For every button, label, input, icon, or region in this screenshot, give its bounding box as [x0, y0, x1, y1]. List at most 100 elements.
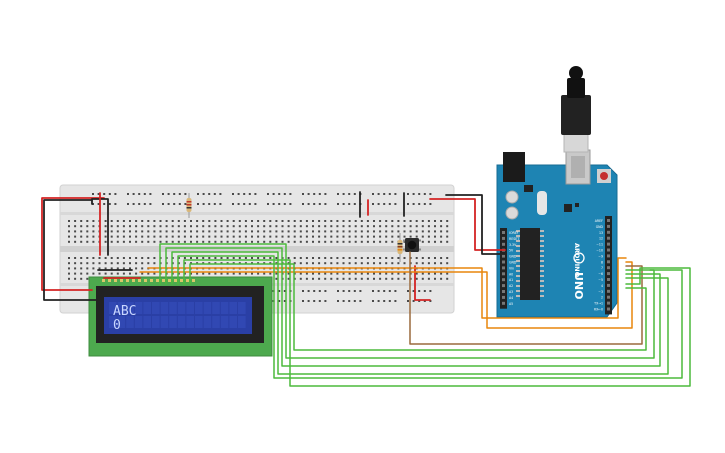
header-pin	[607, 278, 610, 281]
wire-red-5v[interactable]	[429, 198, 506, 251]
wire-red-lower-rail[interactable]	[414, 265, 431, 301]
breadboard-hole	[263, 235, 266, 238]
breadboard-hole	[359, 300, 362, 302]
breadboard-hole	[248, 193, 251, 195]
chip-pin	[540, 265, 544, 267]
wire-green-rs[interactable]	[183, 259, 691, 387]
breadboard-hole	[129, 220, 131, 222]
breadboard-hole	[165, 240, 168, 243]
breadboard-hole	[183, 220, 186, 222]
breadboard-hole	[418, 300, 421, 302]
header-label: 7	[601, 266, 603, 270]
breadboard-hole	[373, 240, 375, 243]
breadboard-hole	[427, 272, 430, 275]
header-pin	[502, 295, 505, 299]
breadboard-hole	[103, 203, 106, 205]
breadboard-hole	[446, 220, 449, 222]
breadboard-hole	[159, 225, 162, 228]
breadboard-hole	[220, 230, 223, 233]
breadboard-hole	[238, 225, 241, 228]
breadboard-hole	[324, 235, 327, 238]
lcd-cell	[117, 302, 126, 314]
breadboard-hole	[429, 300, 432, 302]
breadboard-hole	[373, 277, 375, 280]
breadboard-hole	[165, 235, 168, 238]
lcd-16x2-module[interactable]: ABC 0	[88, 276, 273, 357]
lcd-cell	[152, 302, 160, 314]
breadboard-hole	[373, 230, 375, 233]
breadboard-hole	[397, 277, 400, 280]
breadboard-hole	[307, 193, 310, 195]
breadboard-hole	[226, 225, 229, 228]
breadboard-hole	[251, 262, 253, 265]
breadboard-hole	[318, 300, 321, 302]
breadboard-hole	[80, 262, 83, 265]
breadboard-hole	[293, 257, 296, 259]
breadboard-hole	[397, 225, 400, 228]
breadboard-hole	[377, 290, 380, 292]
breadboard-hole	[68, 235, 70, 238]
resistor-top[interactable]	[186, 193, 192, 218]
breadboard-hole	[342, 262, 345, 265]
breadboard-hole	[196, 235, 199, 238]
breadboard-hole	[318, 235, 321, 238]
breadboard-hole	[337, 300, 339, 302]
wire-black-left-gnd[interactable]	[43, 199, 98, 301]
lcd-pin	[192, 279, 195, 282]
breadboard-hole	[190, 262, 192, 265]
breadboard-hole	[440, 220, 443, 222]
arduino-uno-board[interactable]: ARDUINO UNO IOREFRESET3.3V5VGNDGNDVinA0A…	[496, 149, 618, 318]
breadboard-hole	[318, 220, 321, 222]
wire-orange-2[interactable]	[139, 261, 633, 329]
breadboard-hole	[251, 220, 253, 222]
wire-green-d5[interactable]	[165, 247, 661, 367]
breadboard-hole	[257, 225, 260, 228]
wire-orange-1[interactable]	[147, 257, 627, 319]
breadboard-hole	[167, 193, 170, 195]
breadboard-hole	[324, 225, 327, 228]
breadboard-hole	[366, 235, 369, 238]
breadboard-hole	[141, 257, 144, 259]
breadboard-hole	[104, 257, 107, 259]
breadboard-hole	[427, 240, 430, 243]
lcd-cell	[109, 316, 117, 328]
breadboard-hole	[92, 257, 95, 259]
breadboard-hole	[336, 240, 339, 243]
breadboard-hole	[243, 193, 246, 195]
wire-red-left-rail[interactable]	[41, 197, 105, 291]
breadboard-hole	[116, 257, 119, 259]
breadboard-hole	[92, 272, 95, 275]
breadboard-hole	[244, 240, 247, 243]
wire-green-en[interactable]	[189, 263, 647, 351]
breadboard-hole	[202, 203, 205, 205]
header-label: TX→1	[593, 302, 603, 306]
breadboard-hole	[385, 235, 388, 238]
wire-green-d6[interactable]	[171, 251, 669, 375]
breadboard-hole	[407, 193, 409, 195]
digital-header[interactable]	[605, 216, 612, 315]
breadboard-hole	[122, 272, 125, 275]
breadboard-hole	[74, 277, 77, 280]
breadboard-hole	[244, 225, 247, 228]
power-analog-header[interactable]	[500, 228, 507, 309]
lcd-cell	[195, 302, 203, 314]
breadboard-hole	[318, 225, 321, 228]
breadboard-hole	[446, 262, 449, 265]
breadboard-hole	[312, 277, 314, 280]
breadboard-hole	[421, 230, 424, 233]
resistor-button[interactable]	[397, 233, 403, 262]
lcd-pin	[174, 279, 177, 282]
breadboard-hole	[135, 235, 138, 238]
wire-green-d7[interactable]	[177, 255, 683, 379]
wire-black-gnd[interactable]	[445, 194, 506, 255]
wire-brown-button[interactable]	[409, 251, 643, 345]
breadboard-hole	[162, 203, 164, 205]
breadboard-hole	[74, 235, 77, 238]
breadboard-hole	[269, 235, 272, 238]
breadboard-hole	[385, 220, 388, 222]
pushbutton[interactable]	[403, 238, 421, 252]
breadboard-hole	[244, 272, 247, 275]
breadboard-hole	[360, 235, 363, 238]
